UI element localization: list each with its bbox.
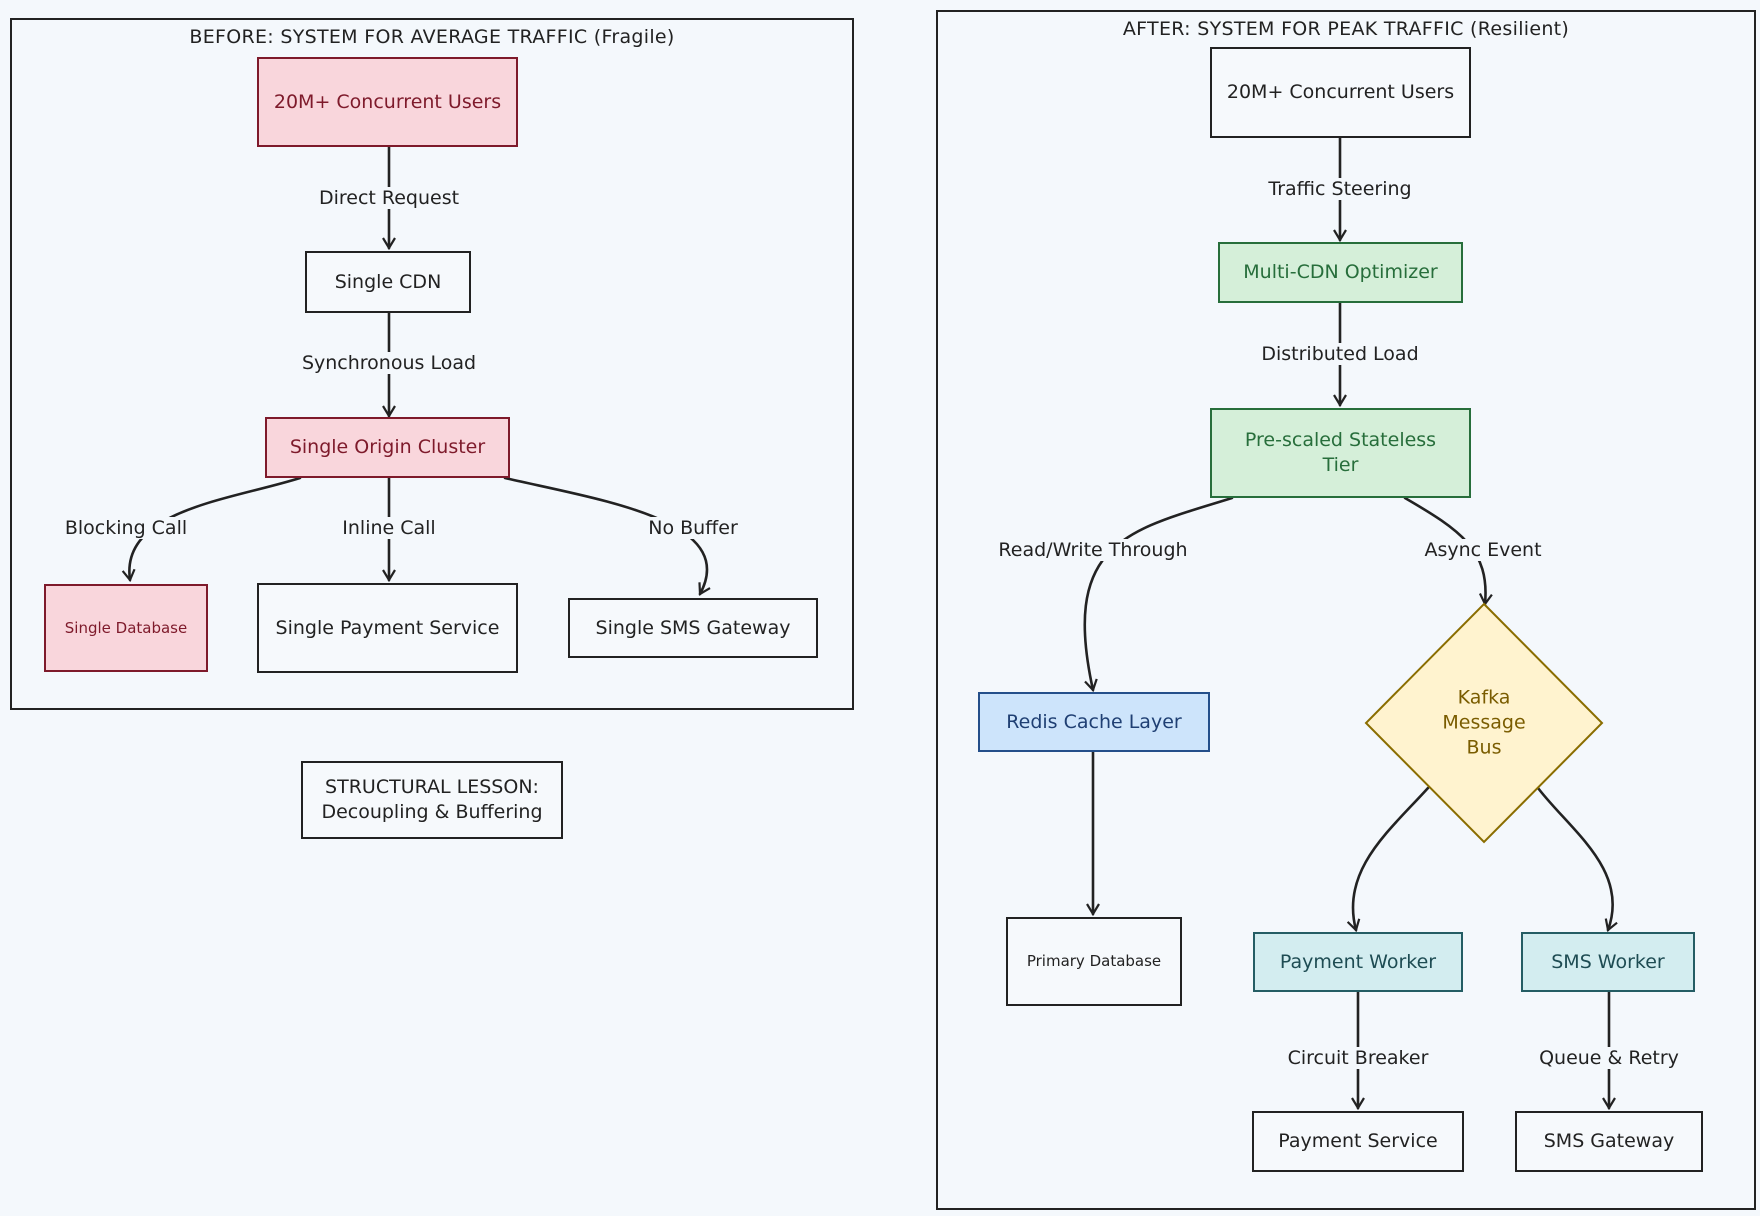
edge-label-direct-request: Direct Request	[315, 187, 463, 209]
before-sms-label: Single SMS Gateway	[595, 616, 791, 639]
before-payment-label: Single Payment Service	[275, 616, 500, 639]
kafka-diamond-shape	[1364, 602, 1604, 844]
edge-label-read-write-through: Read/Write Through	[995, 539, 1191, 561]
before-users-label: 20M+ Concurrent Users	[273, 90, 502, 113]
edge-kafka-to-smsworker	[1536, 786, 1618, 933]
edge-label-synchronous-load: Synchronous Load	[298, 352, 480, 374]
after-redis-label: Redis Cache Layer	[1006, 710, 1182, 733]
before-cdn-node[interactable]: Single CDN	[305, 251, 471, 313]
before-sms-node[interactable]: Single SMS Gateway	[568, 598, 818, 658]
edge-origin-to-sms	[503, 476, 711, 596]
edge-label-blocking-call: Blocking Call	[61, 517, 191, 539]
after-smsworker-node[interactable]: SMS Worker	[1521, 932, 1695, 992]
edge-kafka-to-paymentworker	[1346, 786, 1430, 933]
after-redis-node[interactable]: Redis Cache Layer	[978, 692, 1210, 752]
after-smsworker-label: SMS Worker	[1551, 950, 1665, 973]
after-stateless-node[interactable]: Pre-scaled Stateless Tier	[1210, 408, 1471, 498]
after-paymentworker-node[interactable]: Payment Worker	[1253, 932, 1463, 992]
after-stateless-label: Pre-scaled Stateless Tier	[1244, 429, 1437, 476]
before-cdn-label: Single CDN	[334, 270, 442, 293]
edge-label-distributed-load: Distributed Load	[1258, 343, 1422, 365]
after-multicdn-label: Multi-CDN Optimizer	[1243, 261, 1438, 283]
after-panel: AFTER: SYSTEM FOR PEAK TRAFFIC (Resilien…	[936, 10, 1756, 1210]
edge-origin-to-database	[121, 476, 302, 583]
structural-lesson-node[interactable]: STRUCTURAL LESSON: Decoupling & Bufferin…	[301, 761, 563, 839]
after-smsgateway-label: SMS Gateway	[1543, 1130, 1675, 1152]
edge-label-circuit-breaker: Circuit Breaker	[1284, 1047, 1432, 1069]
kafka-message-bus-label[interactable]: Kafka Message Bus	[1442, 686, 1526, 759]
edge-label-async-event: Async Event	[1421, 539, 1545, 561]
after-users-node[interactable]: 20M+ Concurrent Users	[1210, 47, 1471, 138]
after-multicdn-node[interactable]: Multi-CDN Optimizer	[1218, 242, 1463, 303]
after-primarydb-label: Primary Database	[1026, 952, 1162, 970]
before-users-node[interactable]: 20M+ Concurrent Users	[257, 57, 518, 147]
edge-label-inline-call: Inline Call	[339, 517, 439, 539]
after-smsgateway-node[interactable]: SMS Gateway	[1515, 1111, 1703, 1172]
before-origin-label: Single Origin Cluster	[289, 436, 486, 458]
after-users-label: 20M+ Concurrent Users	[1226, 81, 1455, 103]
before-panel-title: BEFORE: SYSTEM FOR AVERAGE TRAFFIC (Frag…	[189, 26, 675, 48]
after-paymentservice-label: Payment Service	[1278, 1130, 1438, 1152]
after-panel-title: AFTER: SYSTEM FOR PEAK TRAFFIC (Resilien…	[1122, 18, 1570, 40]
edge-label-traffic-steering: Traffic Steering	[1265, 178, 1415, 200]
before-database-label: Single Database	[64, 618, 188, 637]
before-database-node[interactable]: Single Database	[44, 584, 208, 672]
structural-lesson-label: STRUCTURAL LESSON: Decoupling & Bufferin…	[321, 776, 543, 823]
after-paymentservice-node[interactable]: Payment Service	[1252, 1111, 1464, 1172]
edge-label-no-buffer: No Buffer	[645, 517, 741, 539]
before-panel: BEFORE: SYSTEM FOR AVERAGE TRAFFIC (Frag…	[10, 18, 854, 710]
before-payment-node[interactable]: Single Payment Service	[257, 583, 518, 673]
before-origin-node[interactable]: Single Origin Cluster	[265, 417, 510, 478]
after-primarydb-node[interactable]: Primary Database	[1006, 917, 1182, 1006]
edge-label-queue-retry: Queue & Retry	[1536, 1047, 1682, 1069]
after-paymentworker-label: Payment Worker	[1279, 950, 1437, 973]
